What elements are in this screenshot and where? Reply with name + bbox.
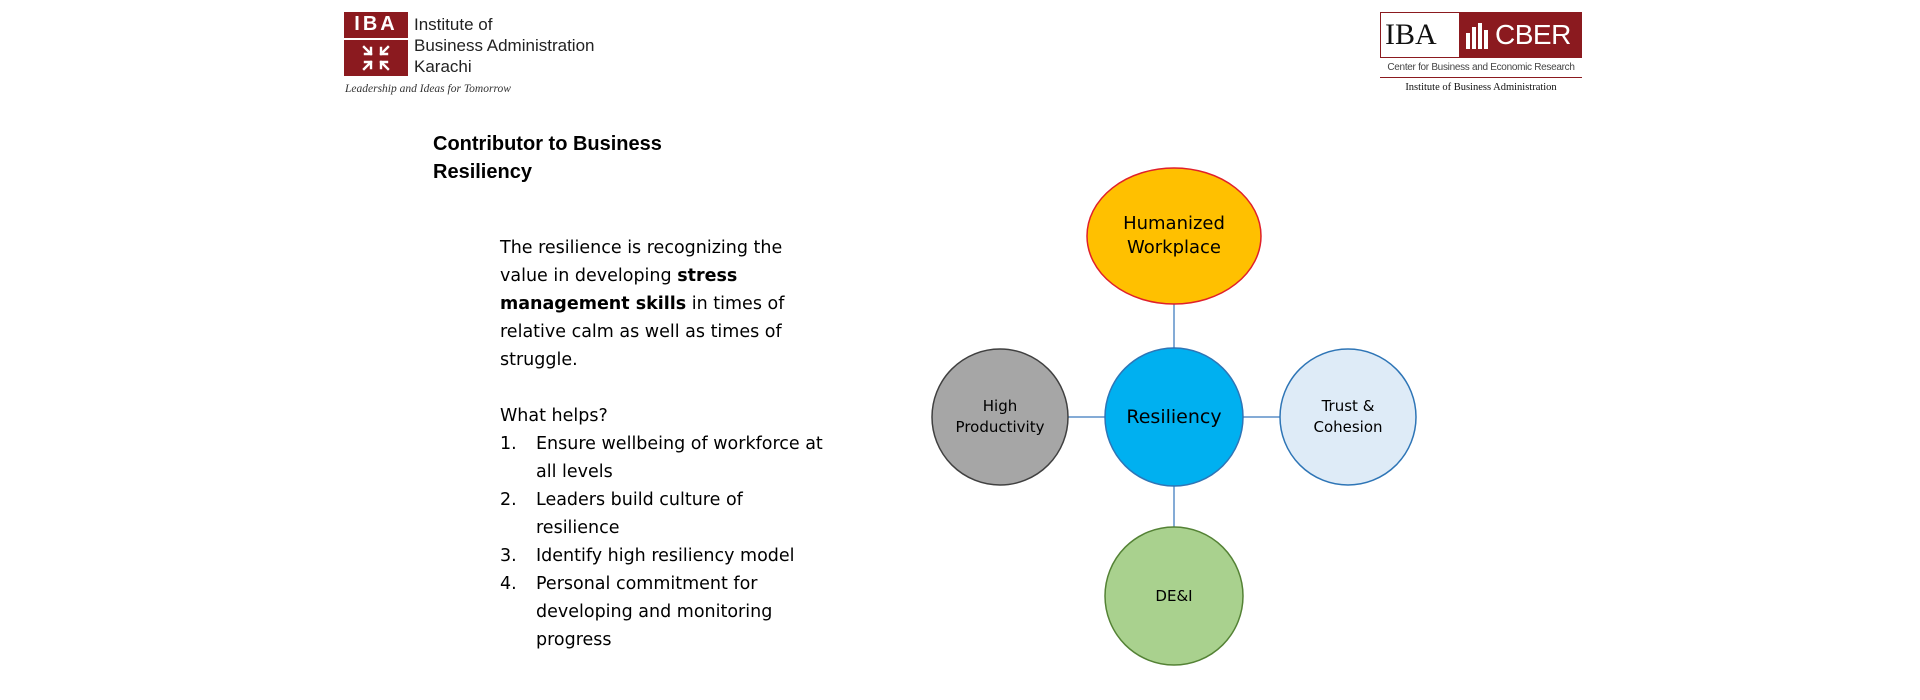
list-item: 4. Personal commitment for developing and… [500, 570, 830, 654]
node-label-line: Humanized [1123, 213, 1225, 234]
iba-logo-abbr: IBA [354, 13, 398, 35]
node-resiliency-label: Resiliency [1126, 406, 1222, 428]
iba-emblem-icon [362, 45, 390, 71]
list-item-number: 2. [500, 490, 517, 510]
node-label-line: Workplace [1126, 237, 1221, 258]
node-humanized-workplace-label: Humanized Workplace [1087, 186, 1261, 286]
node-trust-cohesion [1279, 348, 1417, 486]
diagram-canvas [931, 167, 1417, 666]
list-item-number: 1. [500, 434, 517, 454]
list-item-number: 4. [500, 574, 517, 594]
node-label-line: Productivity [955, 418, 1045, 436]
iba-logo: IBA Institute of Business Administration… [344, 12, 604, 98]
cber-logo-name: CBER [1495, 19, 1571, 50]
list-item-text: Ensure wellbeing of workforce at all lev… [536, 434, 823, 482]
node-humanized-workplace [1086, 167, 1262, 305]
cber-logo-box: IBA CBER [1380, 12, 1582, 58]
node-high-productivity [931, 348, 1069, 486]
intro-paragraph: The resilience is recognizing the value … [500, 234, 830, 374]
intro-emphasis: stress management skills [500, 266, 738, 314]
list-item-text: Leaders build culture of resilience [536, 490, 743, 538]
node-label-line: Trust & [1321, 397, 1375, 415]
list-item-number: 3. [500, 546, 517, 566]
iba-logo-name-line: Karachi [414, 57, 472, 76]
node-dei-label: DE&I [1155, 587, 1193, 605]
list-item-text: Identify high resiliency model [536, 546, 795, 566]
list-item: 1. Ensure wellbeing of workforce at all l… [500, 430, 830, 486]
cber-logo-divider [1380, 77, 1582, 78]
body-text: The resilience is recognizing the value … [500, 234, 830, 654]
iba-logo-name: Institute of Business Administration Kar… [414, 14, 594, 77]
intro-text-end: in times of relative calm as well as tim… [500, 294, 785, 370]
iba-logo-mark: IBA [344, 12, 408, 76]
cber-logo-panel: CBER [1459, 13, 1581, 57]
node-trust-cohesion-label: Trust & Cohesion [1280, 377, 1416, 457]
helps-label: What helps? [500, 406, 608, 426]
slide-title: Contributor to Business Resiliency [433, 133, 662, 183]
list-item: 3. Identify high resiliency model [500, 542, 830, 570]
resiliency-diagram: Humanized Workplace High Productivity Re… [900, 150, 1440, 690]
bar-chart-icon [1466, 23, 1488, 49]
iba-logo-tagline: Leadership and Ideas for Tomorrow [345, 83, 511, 95]
node-label-line: Cohesion [1313, 418, 1383, 436]
helps-list: 1. Ensure wellbeing of workforce at all l… [500, 430, 830, 654]
iba-logo-name-line: Business Administration [414, 36, 595, 55]
cber-logo-institute: Institute of Business Administration [1405, 82, 1557, 93]
paragraph-gap [500, 374, 830, 402]
iba-logo-name-line: Institute of [414, 15, 493, 34]
list-item: 2. Leaders build culture of resilience [500, 486, 830, 542]
list-item-text: Personal commitment for developing and m… [536, 574, 773, 650]
cber-logo: IBA CBER Center for Business and Economi… [1380, 12, 1584, 98]
node-high-productivity-label: High Productivity [932, 377, 1068, 457]
node-dei [1104, 526, 1244, 666]
iba-logo-divider [344, 38, 408, 40]
node-resiliency [1104, 347, 1244, 487]
cber-logo-abbr: IBA [1385, 18, 1437, 51]
node-label-line: High [982, 397, 1018, 415]
cber-logo-subtitle: Center for Business and Economic Researc… [1387, 62, 1575, 73]
intro-text: The resilience is recognizing the value … [500, 238, 783, 286]
